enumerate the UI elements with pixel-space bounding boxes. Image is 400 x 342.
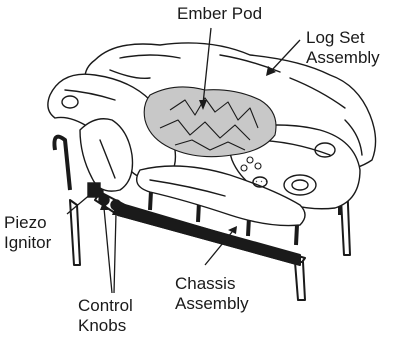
control-knobs-label-line2: Knobs (78, 316, 133, 336)
piezo-ignitor-label: Piezo Ignitor (4, 213, 51, 253)
ember-pod-label: Ember Pod (177, 4, 262, 24)
chassis-assembly-label: Chassis Assembly (175, 274, 249, 314)
piezo-ignitor-label-line1: Piezo (4, 213, 51, 233)
log-set-assembly-label-line1: Log Set (306, 28, 380, 48)
piezo-ignitor-label-line2: Ignitor (4, 233, 51, 253)
chassis-assembly-label-line1: Chassis (175, 274, 249, 294)
log-set-assembly-label: Log Set Assembly (306, 28, 380, 68)
control-knobs-label: Control Knobs (78, 296, 133, 336)
control-knobs-label-line1: Control (78, 296, 133, 316)
chassis-assembly-label-line2: Assembly (175, 294, 249, 314)
log-set-assembly-label-line2: Assembly (306, 48, 380, 68)
